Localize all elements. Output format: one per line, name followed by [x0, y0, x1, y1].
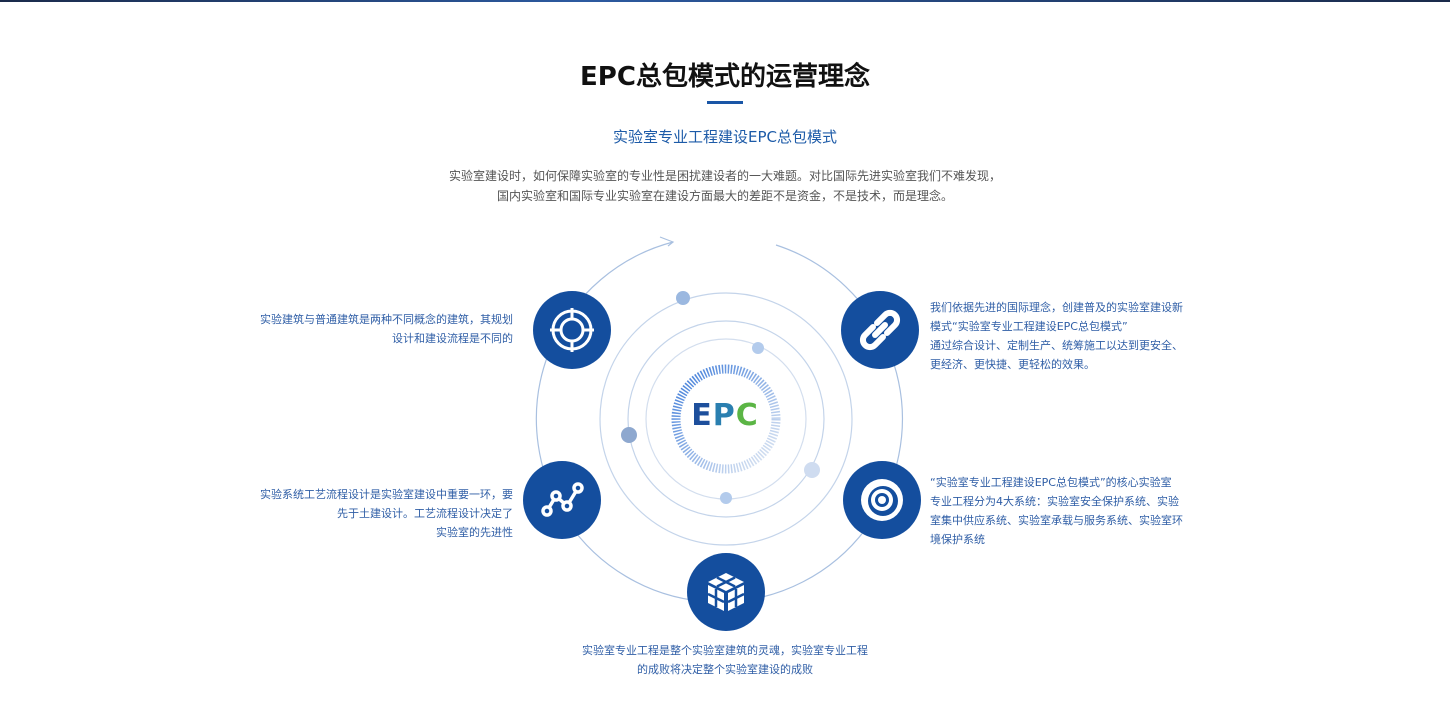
text-line: 实验室专业工程是整个实验室建筑的灵魂，实验室专业工程: [582, 644, 868, 657]
line-chart-icon: [523, 461, 601, 539]
epc-logo: EPC: [665, 398, 785, 433]
text-line: 先于土建设计。工艺流程设计决定了: [337, 507, 513, 520]
intro-text: 实验室建设时，如何保障实验室的专业性是困扰建设者的一大难题。对比国际先进实验室我…: [0, 166, 1450, 206]
page-title: EPC总包模式的运营理念: [580, 62, 870, 92]
text-line: 实验系统工艺流程设计是实验室建设中重要一环，要: [260, 488, 513, 501]
orbit-ring: [599, 292, 853, 546]
item-text-process: 实验系统工艺流程设计是实验室建设中重要一环，要 先于土建设计。工艺流程设计决定了…: [240, 485, 513, 542]
orbit-dot: [804, 462, 820, 478]
text-line: 室集中供应系统、实验室承载与服务系统、实验室环: [930, 514, 1183, 527]
item-text-systems: “实验室专业工程建设EPC总包模式”的核心实验室 专业工程分为4大系统：实验室安…: [930, 473, 1190, 549]
text-line: 实验建筑与普通建筑是两种不同概念的建筑，其规划: [260, 313, 513, 326]
item-text-concept: 我们依据先进的国际理念，创建普及的实验室建设新 模式“实验室专业工程建设EPC总…: [930, 298, 1190, 374]
link-icon: [841, 291, 919, 369]
swirl-icon: [843, 461, 921, 539]
epc-letter: C: [735, 398, 759, 433]
text-line: 通过综合设计、定制生产、统筹施工以达到更安全、: [930, 339, 1183, 352]
orbit-ring: [627, 320, 825, 518]
text-line: 更经济、更快捷、更轻松的效果。: [930, 358, 1095, 371]
text-line: “实验室专业工程建设EPC总包模式”的核心实验室: [930, 476, 1172, 489]
top-bar: [0, 0, 1450, 2]
text-line: 我们依据先进的国际理念，创建普及的实验室建设新: [930, 301, 1183, 314]
epc-letter: E: [691, 398, 713, 433]
text-line: 的成败将决定整个实验室建设的成败: [637, 663, 813, 676]
text-line: 境保护系统: [930, 533, 985, 546]
orbit-dot: [676, 291, 690, 305]
intro-line: 国内实验室和国际专业实验室在建设方面最大的差距不是资金，不是技术，而是理念。: [496, 189, 953, 203]
item-text-architecture: 实验建筑与普通建筑是两种不同概念的建筑，其规划 设计和建设流程是不同的: [240, 310, 513, 348]
target-icon: [533, 291, 611, 369]
title-underline: [707, 101, 743, 104]
text-line: 实验室的先进性: [436, 526, 513, 539]
epc-particle-ring: [671, 364, 781, 474]
subtitle: 实验室专业工程建设EPC总包模式: [613, 128, 837, 146]
intro-line: 实验室建设时，如何保障实验室的专业性是困扰建设者的一大难题。对比国际先进实验室我…: [448, 169, 1001, 183]
epc-letter: P: [712, 398, 736, 433]
text-line: 专业工程分为4大系统：实验室安全保护系统、实验: [930, 495, 1179, 508]
item-text-soul: 实验室专业工程是整个实验室建筑的灵魂，实验室专业工程 的成败将决定整个实验室建设…: [560, 641, 890, 679]
text-line: 模式“实验室专业工程建设EPC总包模式”: [930, 320, 1128, 333]
text-line: 设计和建设流程是不同的: [392, 332, 513, 345]
orbit-dot: [720, 492, 732, 504]
orbit-dot: [621, 427, 637, 443]
cube-icon: [687, 553, 765, 631]
orbit-dot: [752, 342, 764, 354]
